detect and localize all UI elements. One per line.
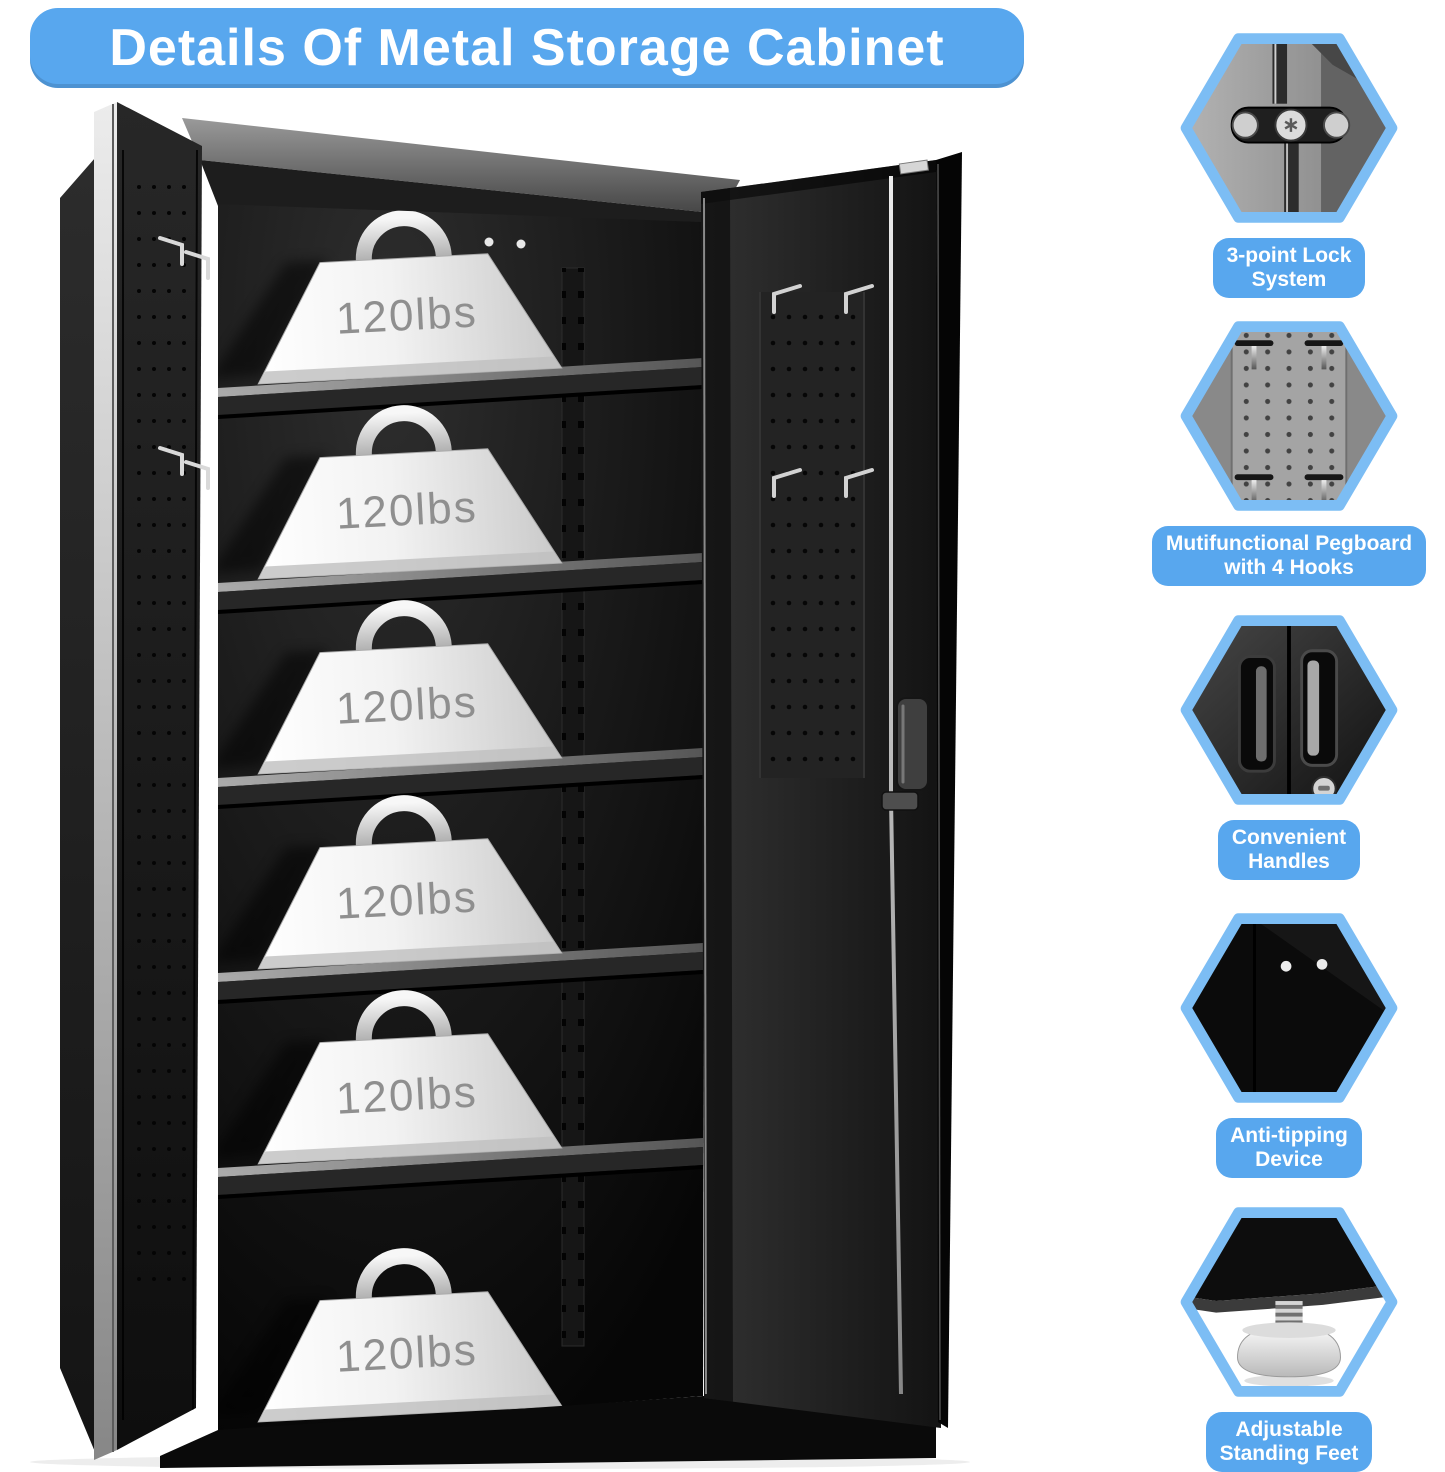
hook-icon <box>158 236 210 490</box>
shelf <box>218 943 703 1004</box>
cabinet-left-wall <box>60 158 95 1452</box>
shelf <box>218 748 703 809</box>
right-door-pegboard <box>759 292 865 778</box>
hook-icon <box>1234 340 1344 504</box>
weight-label: 120lbs <box>335 872 479 928</box>
cabinet-interior: 120lbs 120lbs 120lbs 120lbs <box>218 204 703 1432</box>
pegboard-hooks-photo-icon <box>1180 321 1398 511</box>
lock-rod-bracket <box>881 791 919 811</box>
feature-label: Convenient Handles <box>1217 820 1361 881</box>
left-door-pegboard <box>122 149 198 1420</box>
weight-plate: 120lbs <box>218 795 563 970</box>
right-door-hinge-strip <box>701 188 733 1402</box>
weight-label: 120lbs <box>335 287 479 343</box>
feature-label: 3-point Lock System <box>1212 238 1366 299</box>
weight-plate: 120lbs <box>218 990 563 1165</box>
feature-handles: Convenient Handles <box>1138 608 1440 881</box>
page-title: Details Of Metal Storage Cabinet <box>30 8 1024 88</box>
left-door-edge <box>94 102 117 1460</box>
right-door-outer-edge <box>936 152 962 1428</box>
door-handles-photo-icon <box>1180 615 1398 805</box>
shelf <box>218 553 703 614</box>
feature-standing-feet: Adjustable Standing Feet <box>1138 1200 1440 1472</box>
anti-tip-holes-photo-icon <box>1180 913 1398 1103</box>
weight-label: 120lbs <box>335 1325 479 1381</box>
weight-plate: 120lbs <box>218 1248 563 1423</box>
shelf <box>218 1138 703 1199</box>
feature-label: Anti-tipping Device <box>1216 1118 1362 1179</box>
cabinet-base <box>160 1396 936 1468</box>
weight-label: 120lbs <box>335 1067 479 1123</box>
hinge-bracket <box>898 159 929 175</box>
feature-anti-tipping: Anti-tipping Device <box>1138 906 1440 1179</box>
feature-pegboard: Mutifunctional Pegboard with 4 Hooks <box>1138 314 1440 587</box>
weight-plate: 120lbs <box>218 210 563 385</box>
door-handle <box>896 697 929 791</box>
shelf <box>218 358 703 419</box>
adjustable-foot-photo-icon <box>1180 1207 1398 1397</box>
shelf-rail <box>561 267 585 1347</box>
lock-mechanism-photo-icon <box>1180 33 1398 223</box>
feature-label: Mutifunctional Pegboard with 4 Hooks <box>1151 526 1427 587</box>
feature-lock-system: 3-point Lock System <box>1138 26 1440 299</box>
feature-label: Adjustable Standing Feet <box>1205 1412 1373 1472</box>
hook-icon <box>772 284 874 498</box>
weight-plate: 120lbs <box>218 405 563 580</box>
anti-tip-holes <box>484 237 526 249</box>
left-door <box>94 102 210 1460</box>
weight-plate: 120lbs <box>218 600 563 775</box>
right-door <box>701 152 962 1428</box>
weight-label: 120lbs <box>335 482 479 538</box>
weight-label: 120lbs <box>335 677 479 733</box>
